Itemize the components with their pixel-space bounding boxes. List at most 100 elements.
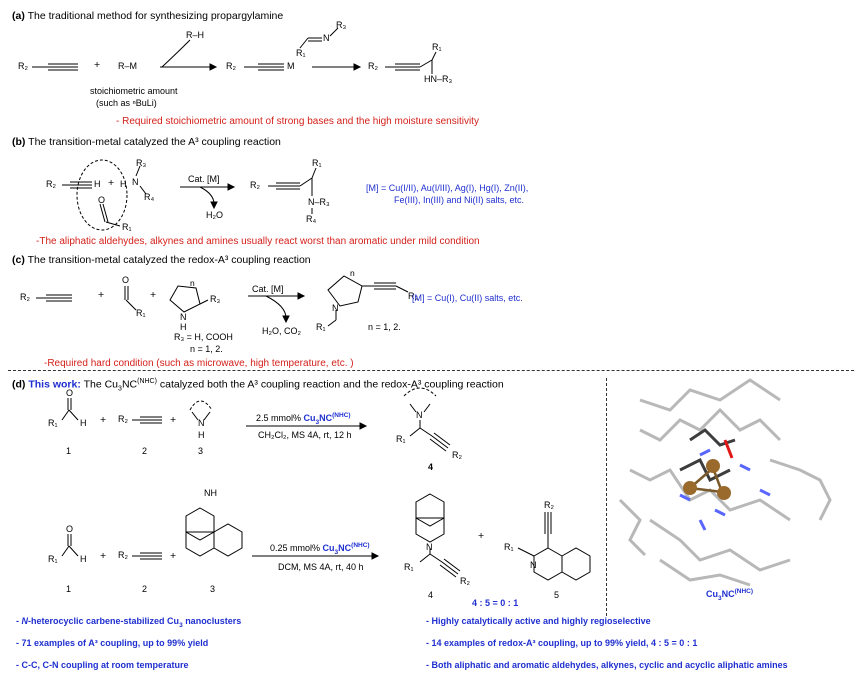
d1-h: H (80, 418, 87, 428)
d1-r2: R₂ (118, 414, 128, 424)
d2-prod4-r1: R₁ (404, 562, 414, 572)
c-r1: R₁ (136, 308, 146, 318)
structure-label-a: Cu (706, 589, 718, 599)
a-product-r1: R₁ (432, 42, 442, 52)
section-a-title: The traditional method for synthesizing … (27, 10, 284, 22)
d1-cond1: 2.5 mmol% Cu3NC(NHC) (256, 412, 351, 426)
d2-num2: 2 (142, 584, 148, 594)
h1-a: - (16, 616, 22, 626)
a-product-nh: HN–R₃ (424, 74, 453, 84)
h1-b: N (21, 616, 29, 626)
section-d-label: (d) (12, 378, 26, 391)
structure-divider (606, 378, 607, 616)
section-d-row2-bonds (61, 493, 591, 581)
highlight-4: - Highly catalytically active and highly… (426, 616, 651, 626)
d1-n: N (198, 418, 205, 428)
d2-num3: 3 (210, 584, 216, 594)
d2-cond1-c: 3 (334, 548, 339, 556)
section-b-label: (b) (12, 136, 26, 148)
c-o: O (122, 275, 130, 285)
structure-label-c: NC (721, 589, 735, 599)
h1-e: nanoclusters (182, 616, 242, 626)
d2-cond1-a: 0.25 mmol% (270, 543, 323, 553)
b-r3: R₃ (136, 158, 147, 168)
d1-plus2: + (170, 414, 177, 426)
b-h2: H (120, 179, 127, 189)
d2-cond1-d: NC (338, 543, 352, 553)
c-plus2: + (150, 289, 157, 301)
c-byproduct: H₂O, CO₂ (262, 326, 301, 336)
d1-prod-n: N (416, 410, 423, 420)
highlight-3: - C-C, C-N coupling at room temperature (16, 660, 189, 670)
d1-num3: 3 (198, 446, 204, 456)
c-nh-n: N (180, 312, 187, 322)
d2-cond1-e: (NHC) (351, 542, 370, 549)
b-byproduct: H₂O (206, 210, 223, 220)
d2-prod4-num: 4 (428, 590, 434, 600)
c-n-index: n (190, 278, 195, 288)
d2-plus3: + (478, 530, 485, 542)
section-c-title: The transition-metal catalyzed the redox… (27, 254, 311, 266)
section-a-label: (a) (12, 10, 25, 22)
section-b-title: The transition-metal catalyzed the A³ co… (28, 136, 281, 148)
b-prod-r4: R₄ (306, 214, 317, 224)
highlight-5: - 14 examples of redox-A³ coupling, up t… (426, 638, 698, 648)
d2-prod5-r2: R₂ (544, 500, 554, 510)
d2-cond2: DCM, MS 4A, rt, 40 h (278, 562, 364, 572)
d2-num1: 1 (66, 584, 72, 594)
d2-o: O (66, 524, 74, 534)
structure-label: Cu3NC(NHC) (706, 588, 753, 602)
d2-prod5-num: 5 (554, 590, 560, 600)
b-n: N (132, 177, 139, 187)
d1-cond2: CH₂Cl₂, MS 4A, rt, 12 h (258, 430, 352, 440)
cu3-cluster-structure (618, 378, 832, 587)
d2-r2: R₂ (118, 550, 128, 560)
d2-plus2: + (170, 550, 177, 562)
c-plus1: + (98, 289, 105, 301)
b-prod-r2: R₂ (250, 180, 260, 190)
d-title-a: The Cu (80, 378, 119, 391)
d2-prod5-n: N (530, 560, 537, 570)
b-h: H (94, 179, 101, 189)
d1-prod-r1: R₁ (396, 434, 406, 444)
a-imine-r1: R₁ (296, 48, 306, 58)
b-r2: R₂ (46, 179, 56, 189)
a-imine-n: N (323, 33, 330, 43)
b-metals-line2: Fe(III), In(III) and Ni(II) salts, etc. (394, 195, 525, 205)
d1-r1: R₁ (48, 418, 58, 428)
a-reagent-rh: R–H (186, 30, 205, 40)
section-divider (8, 370, 854, 371)
d1-cond1-c: 3 (315, 418, 320, 426)
c-prod-n-def: n = 1, 2. (368, 322, 401, 332)
d2-cond1: 0.25 mmol% Cu3NC(NHC) (270, 542, 370, 556)
b-o: O (98, 195, 106, 205)
section-c-header: (c) The transition-metal catalyzed the r… (12, 254, 311, 266)
b-r1: R₁ (122, 222, 132, 232)
d2-prod4-r2: R₂ (460, 576, 470, 586)
a-reactant-rm: R–M (118, 61, 138, 71)
d-title-d: (NHC) (137, 378, 157, 385)
a-reactant-r2: R₂ (18, 61, 28, 71)
d1-num2: 2 (142, 446, 148, 456)
highlight-6: - Both aliphatic and aromatic aldehydes,… (426, 660, 788, 670)
a-intermediate-r2: R₂ (226, 61, 236, 71)
b-r4: R₄ (144, 192, 155, 202)
c-prod-n: N (332, 303, 339, 313)
b-metals-line1: [M] = Cu(I/II), Au(I/III), Ag(I), Hg(I),… (366, 183, 529, 193)
structure-label-b: 3 (718, 594, 722, 602)
d2-cond1-b: Cu (322, 543, 335, 553)
b-plus: + (108, 177, 115, 189)
d1-cond1-e: (NHC) (332, 412, 351, 419)
c-prod-n-index: n (350, 268, 355, 278)
a-plus: + (94, 59, 101, 71)
c-limitation: -Required hard condition (such as microw… (44, 358, 354, 369)
b-limitation: -The aliphatic aldehydes, alkynes and am… (36, 236, 480, 247)
section-b-bonds (62, 159, 317, 231)
a-imine-r3: R₃ (336, 20, 347, 30)
h1-d: 3 (179, 621, 183, 629)
c-r3-def: R₃ = H, COOH (174, 332, 233, 342)
c-r2: R₂ (20, 292, 30, 302)
section-b-header: (b) The transition-metal catalyzed the A… (12, 136, 281, 148)
d2-r1: R₁ (48, 554, 58, 564)
